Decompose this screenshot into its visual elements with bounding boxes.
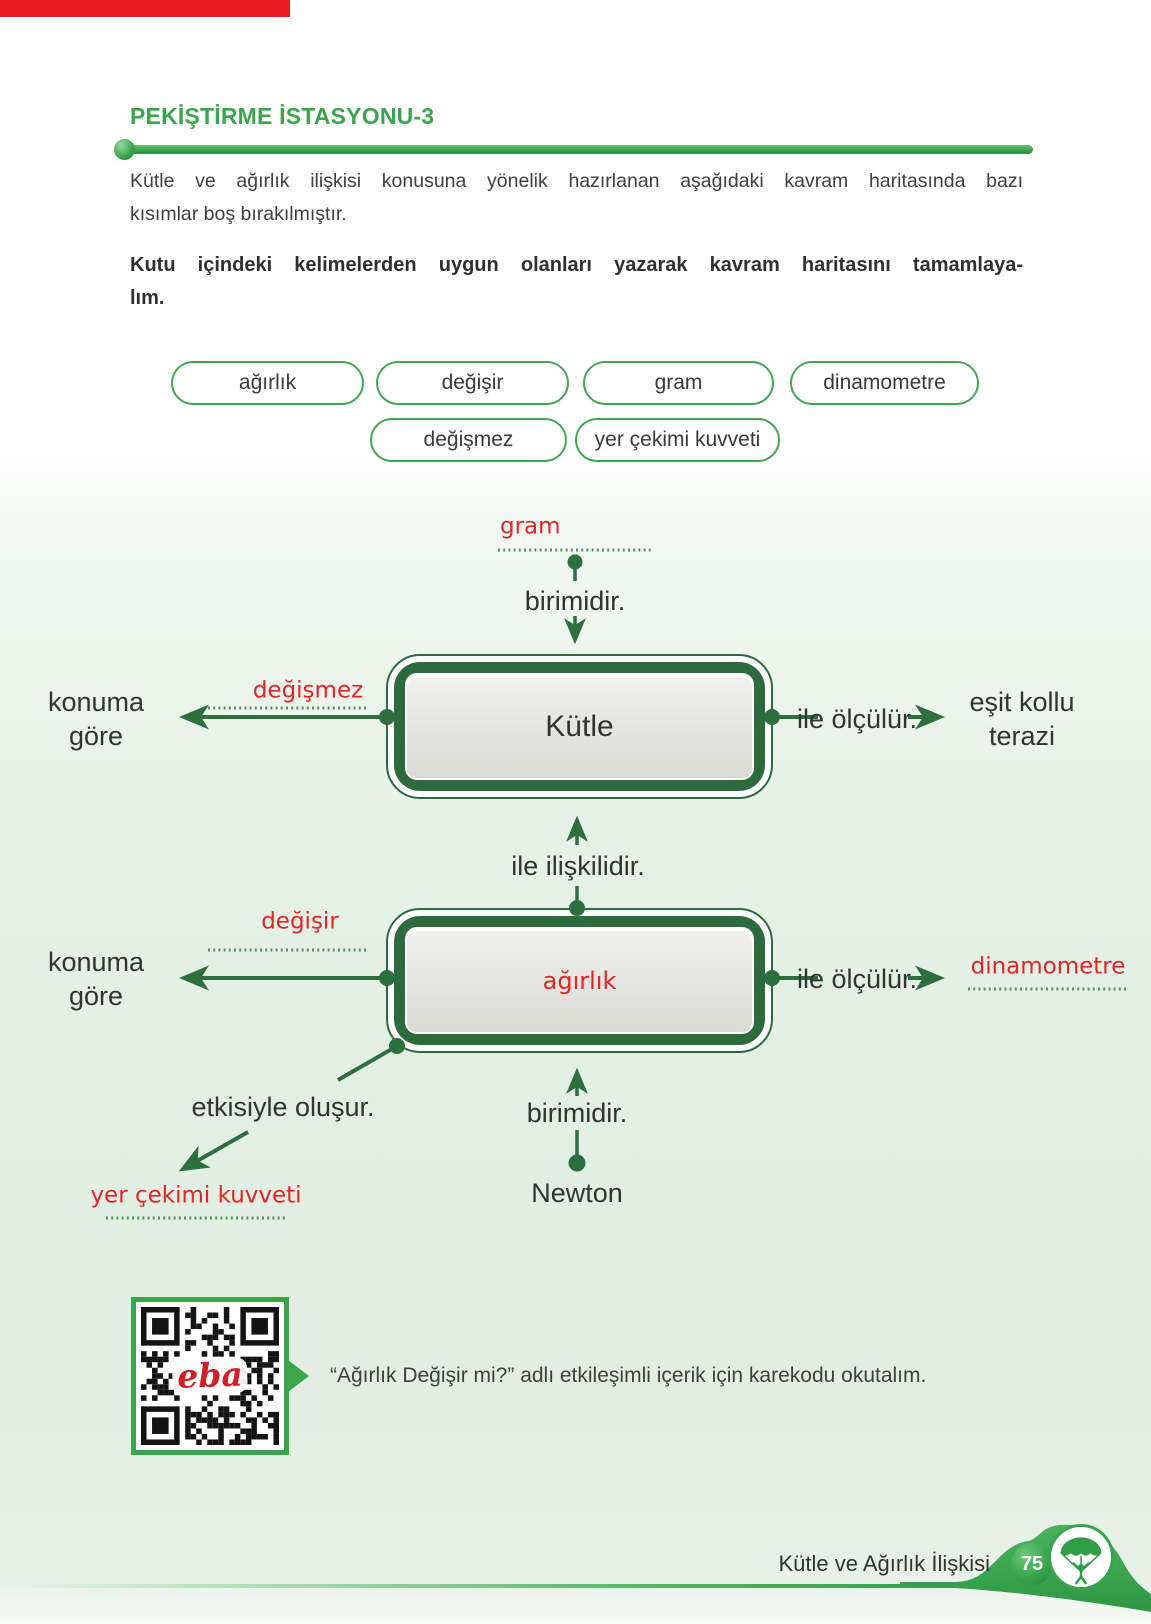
parachute-icon: [1060, 1537, 1102, 1585]
page-number-badge: 75: [1011, 1543, 1053, 1585]
section-title: PEKİŞTİRME İSTASYONU-3: [130, 103, 435, 129]
word-pill-agirlik: ağırlık: [171, 361, 364, 405]
title-underline-rule: [126, 145, 1033, 154]
qr-code-svg: [141, 1307, 279, 1445]
concept-box-mass-panel: Kütle: [405, 673, 754, 780]
relation-ile-olculur-bottom: ile ölçülür.: [796, 963, 918, 994]
label-esit-kollu-terazi: eşit kollu terazi: [969, 686, 1075, 751]
relation-birimidir-bottom: birimidir.: [526, 1097, 628, 1128]
word-pill-gram: gram: [583, 361, 774, 405]
title-rule-ball-icon: [114, 139, 135, 160]
word-pill-dinamometre: dinamometre: [790, 361, 979, 405]
mass-box-label: Kütle: [545, 709, 614, 743]
relation-etkisiyle-olusur: etkisiyle oluşur.: [191, 1091, 375, 1122]
qr-finder-top-right: [240, 1307, 279, 1346]
qr-pointer-icon: [288, 1360, 309, 1392]
relation-ile-iliskilidir: ile ilişkilidir.: [511, 850, 645, 881]
top-red-bar: [0, 0, 290, 17]
concept-box-mass: Kütle: [386, 654, 773, 799]
instruction-paragraph: Kutu içindeki kelimelerden uygun olanlar…: [130, 249, 1023, 315]
footer-rule: [0, 1584, 1005, 1588]
intro-line-1: Kütle ve ağırlık ilişkisi konusuna yönel…: [130, 170, 1023, 192]
eba-logo: eba: [171, 1355, 249, 1396]
concept-box-mass-ring: Kütle: [394, 662, 765, 791]
concept-box-weight-outline: ağırlık: [386, 908, 773, 1053]
label-newton: Newton: [531, 1177, 623, 1208]
qr-code: [131, 1297, 289, 1455]
relation-birimidir-top: birimidir.: [524, 585, 626, 616]
weight-box-answer: ağırlık: [542, 966, 617, 995]
intro-paragraph: Kütle ve ağırlık ilişkisi konusuna yönel…: [130, 165, 1023, 231]
intro-line-2: kısımlar boş bırakılmıştır.: [130, 203, 347, 225]
word-pill-degisir: değişir: [376, 361, 569, 405]
instruction-line-2: lım.: [130, 287, 165, 309]
answer-degismez: değişmez: [252, 677, 364, 704]
label-konuma-gore-top: konuma göre: [47, 686, 145, 751]
label-konuma-gore-bottom: konuma göre: [47, 946, 145, 1011]
word-pill-yer-cekimi-kuvveti: yer çekimi kuvveti: [575, 418, 780, 462]
word-pill-degismez: değişmez: [370, 418, 567, 462]
answer-degisir: değişir: [261, 908, 339, 935]
qr-finder-top-left: [141, 1307, 180, 1346]
instruction-line-1: Kutu içindeki kelimelerden uygun olanlar…: [130, 254, 1023, 276]
answer-gram: gram: [500, 513, 561, 540]
answer-dinamometre: dinamometre: [970, 953, 1126, 980]
publisher-logo: [1048, 1524, 1114, 1590]
relation-ile-olculur-top: ile ölçülür.: [796, 703, 918, 734]
concept-box-mass-outline: Kütle: [386, 654, 773, 799]
qr-modules: [141, 1307, 279, 1445]
answer-yer-cekimi-kuvveti: yer çekimi kuvveti: [90, 1182, 302, 1209]
qr-finder-bottom-left: [141, 1406, 180, 1445]
qr-caption: “Ağırlık Değişir mi?” adlı etkileşimli i…: [330, 1364, 927, 1387]
concept-box-weight-panel: ağırlık: [405, 927, 754, 1034]
concept-box-weight: ağırlık: [386, 908, 773, 1053]
concept-box-weight-ring: ağırlık: [394, 916, 765, 1045]
footer-chapter-title: Kütle ve Ağırlık İlişkisi: [778, 1551, 990, 1576]
